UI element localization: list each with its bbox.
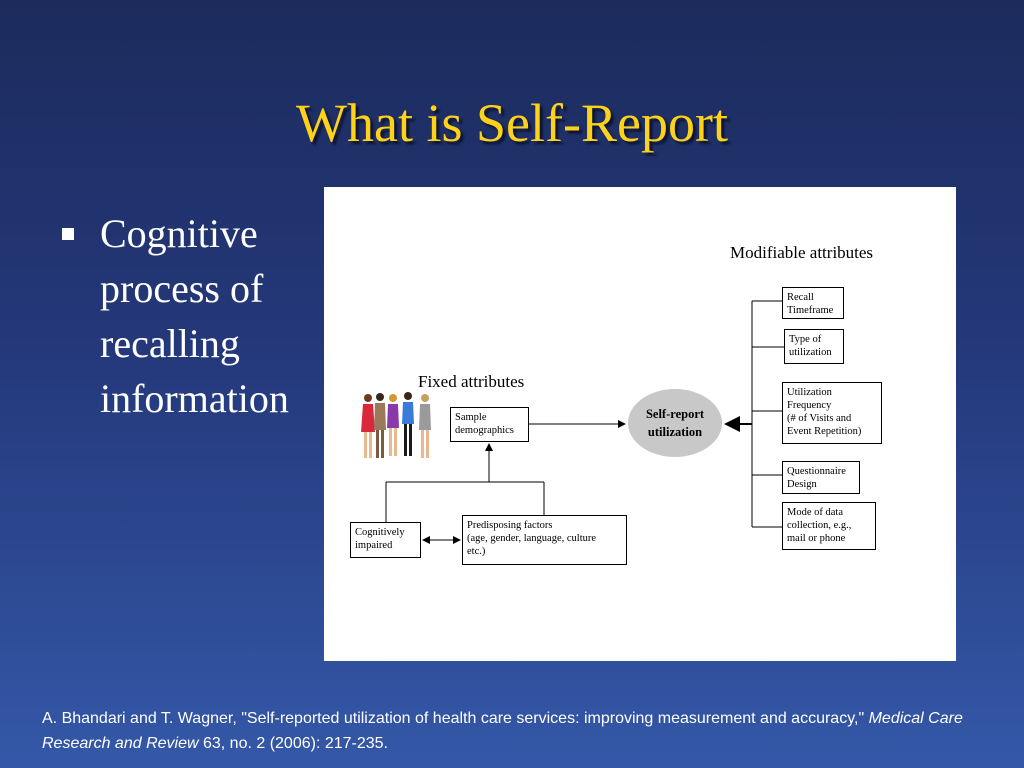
diagram-panel: Modifiable attributes Fixed attributes xyxy=(324,187,956,661)
modifiable-attributes-heading: Modifiable attributes xyxy=(730,243,874,262)
modifiable-box-type: Type of utilization xyxy=(784,329,844,364)
citation: A. Bhandari and T. Wagner, "Self-reporte… xyxy=(42,706,992,756)
predisposing-factors-box: Predisposing factors (age, gender, langu… xyxy=(462,515,627,565)
cognitively-impaired-box: Cognitively impaired xyxy=(350,522,421,558)
modifiable-box-frequency: Utilization Frequency (# of Visits and E… xyxy=(782,382,882,444)
citation-volume: 63, no. 2 (2006): 217-235. xyxy=(198,735,388,752)
slide-title: What is Self-Report xyxy=(296,93,728,153)
diagram-connectors xyxy=(385,300,784,544)
citation-journal: Medical Care Research and Review xyxy=(42,710,963,752)
citation-authors-title: A. Bhandari and T. Wagner, "Self-reporte… xyxy=(42,710,869,727)
sample-demographics-box: Sample demographics xyxy=(450,407,529,442)
modifiable-box-questionnaire: Questionnaire Design xyxy=(782,461,860,494)
bullet-text: Cognitive process of recalling informati… xyxy=(100,211,289,421)
modifiable-box-recall: Recall Timeframe xyxy=(782,287,844,319)
self-report-utilization-label: Self-report utilization xyxy=(645,407,705,439)
square-bullet-icon xyxy=(62,228,74,240)
fixed-attributes-heading: Fixed attributes xyxy=(418,372,525,391)
self-report-utilization-node: Self-report utilization xyxy=(628,389,722,457)
modifiable-box-mode: Mode of data collection, e.g., mail or p… xyxy=(782,502,876,550)
